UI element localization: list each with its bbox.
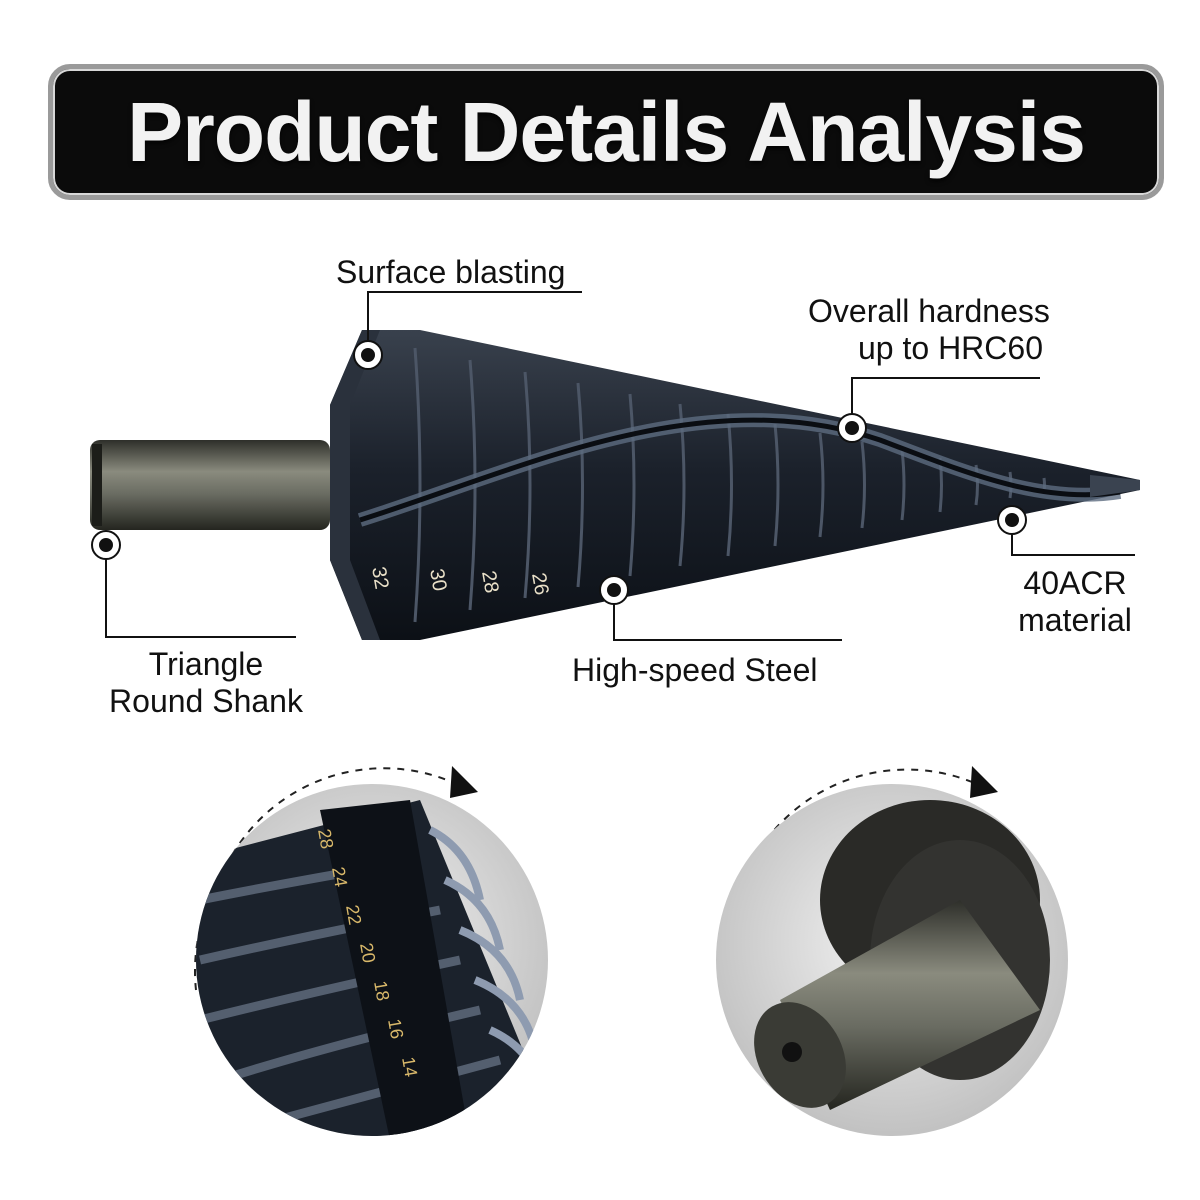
bit-marking: 28 (477, 569, 503, 595)
marker-material (997, 505, 1027, 535)
closeup-marking: 28 (314, 827, 337, 850)
label-text: Surface blasting (336, 254, 566, 290)
closeup-steps: 28 24 22 20 18 16 14 (193, 766, 548, 1136)
closeup-marking: 16 (384, 1017, 407, 1040)
drill-shank (90, 440, 330, 530)
rotate-arrow-icon (970, 766, 998, 798)
label-text: High-speed Steel (572, 652, 818, 688)
title-banner: Product Details Analysis (48, 64, 1164, 200)
bit-marking: 30 (425, 567, 451, 593)
label-text: up to HRC60 (858, 330, 1043, 366)
label-shank: Triangle Round Shank (96, 646, 316, 720)
label-surface-blasting: Surface blasting (336, 254, 565, 291)
label-text: material (1018, 602, 1132, 638)
closeup-marking: 18 (370, 979, 393, 1002)
label-material: 40ACR material (1010, 565, 1140, 639)
marker-steel (599, 575, 629, 605)
closeup-markings: 28 24 22 20 18 16 14 (314, 827, 421, 1078)
banner-title: Product Details Analysis (127, 84, 1086, 179)
marker-surface (353, 340, 383, 370)
label-hardness: Overall hardness up to HRC60 (808, 293, 1050, 367)
label-text: Overall hardness (808, 293, 1050, 329)
bit-markings: 32 30 28 26 (367, 565, 553, 597)
bit-marking: 26 (527, 571, 553, 597)
closeup-shank (716, 766, 1068, 1136)
callout-lines (105, 291, 1135, 641)
marker-shank (91, 530, 121, 560)
callout-markers (91, 340, 1027, 605)
label-text: Triangle (148, 646, 264, 682)
label-text: Round Shank (109, 683, 303, 719)
closeup-marking: 20 (356, 941, 379, 964)
marker-hardness (837, 413, 867, 443)
closeup-marking: 24 (328, 865, 351, 888)
closeup-marking: 14 (398, 1055, 421, 1078)
label-text: 40ACR (1023, 565, 1127, 601)
closeup-marking: 22 (342, 903, 365, 926)
drill-body (330, 330, 1140, 640)
label-high-speed-steel: High-speed Steel (572, 652, 817, 689)
bit-marking: 32 (367, 565, 393, 591)
rotate-arrow-icon (450, 766, 478, 798)
